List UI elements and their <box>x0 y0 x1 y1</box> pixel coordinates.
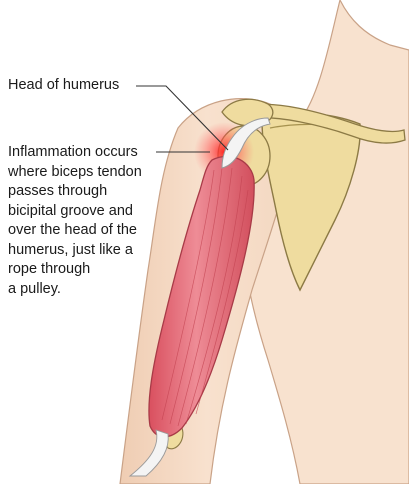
inflammation-line-2: where biceps tendon <box>8 163 142 180</box>
inflammation-line-4: bicipital groove and <box>8 202 133 219</box>
muscle-fibers <box>161 167 249 427</box>
inflammation-line-1: Inflammation occurs <box>8 144 138 160</box>
biceps-tendon <box>221 117 271 169</box>
inflammation-line-7: rope through <box>8 261 91 277</box>
inflammation-line-6: humerus, just like a <box>8 241 133 258</box>
leader-line-head <box>136 85 229 151</box>
inflammation-line-8: a pulley. <box>8 280 61 297</box>
inflammation-line-3: passes through <box>8 183 108 199</box>
clavicle-bone <box>249 103 406 144</box>
inflammation-line-5: over the head of the <box>8 222 137 238</box>
scapula-bone <box>261 112 361 292</box>
inflammation-description-label: Inflammation occurs where biceps tendon … <box>8 143 142 299</box>
head-of-humerus-label: Head of humerus <box>8 77 120 93</box>
distal-tendon <box>128 429 169 477</box>
